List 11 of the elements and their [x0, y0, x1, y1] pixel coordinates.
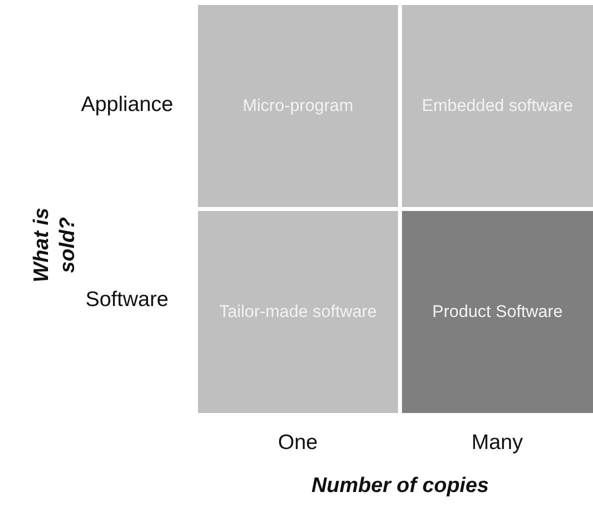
column-label: Many	[472, 431, 523, 455]
row-label: Appliance	[81, 93, 174, 117]
matrix-quadrant	[402, 211, 593, 413]
matrix-quadrant	[198, 5, 398, 207]
matrix-quadrant	[402, 5, 593, 207]
column-label: One	[278, 431, 318, 455]
axis-title: Number of copies	[312, 474, 489, 498]
quadrant-label: Product Software	[432, 301, 563, 323]
row-label: Software	[86, 288, 168, 312]
matrix-quadrant	[198, 211, 398, 413]
axis-title: What is sold?	[29, 206, 80, 284]
